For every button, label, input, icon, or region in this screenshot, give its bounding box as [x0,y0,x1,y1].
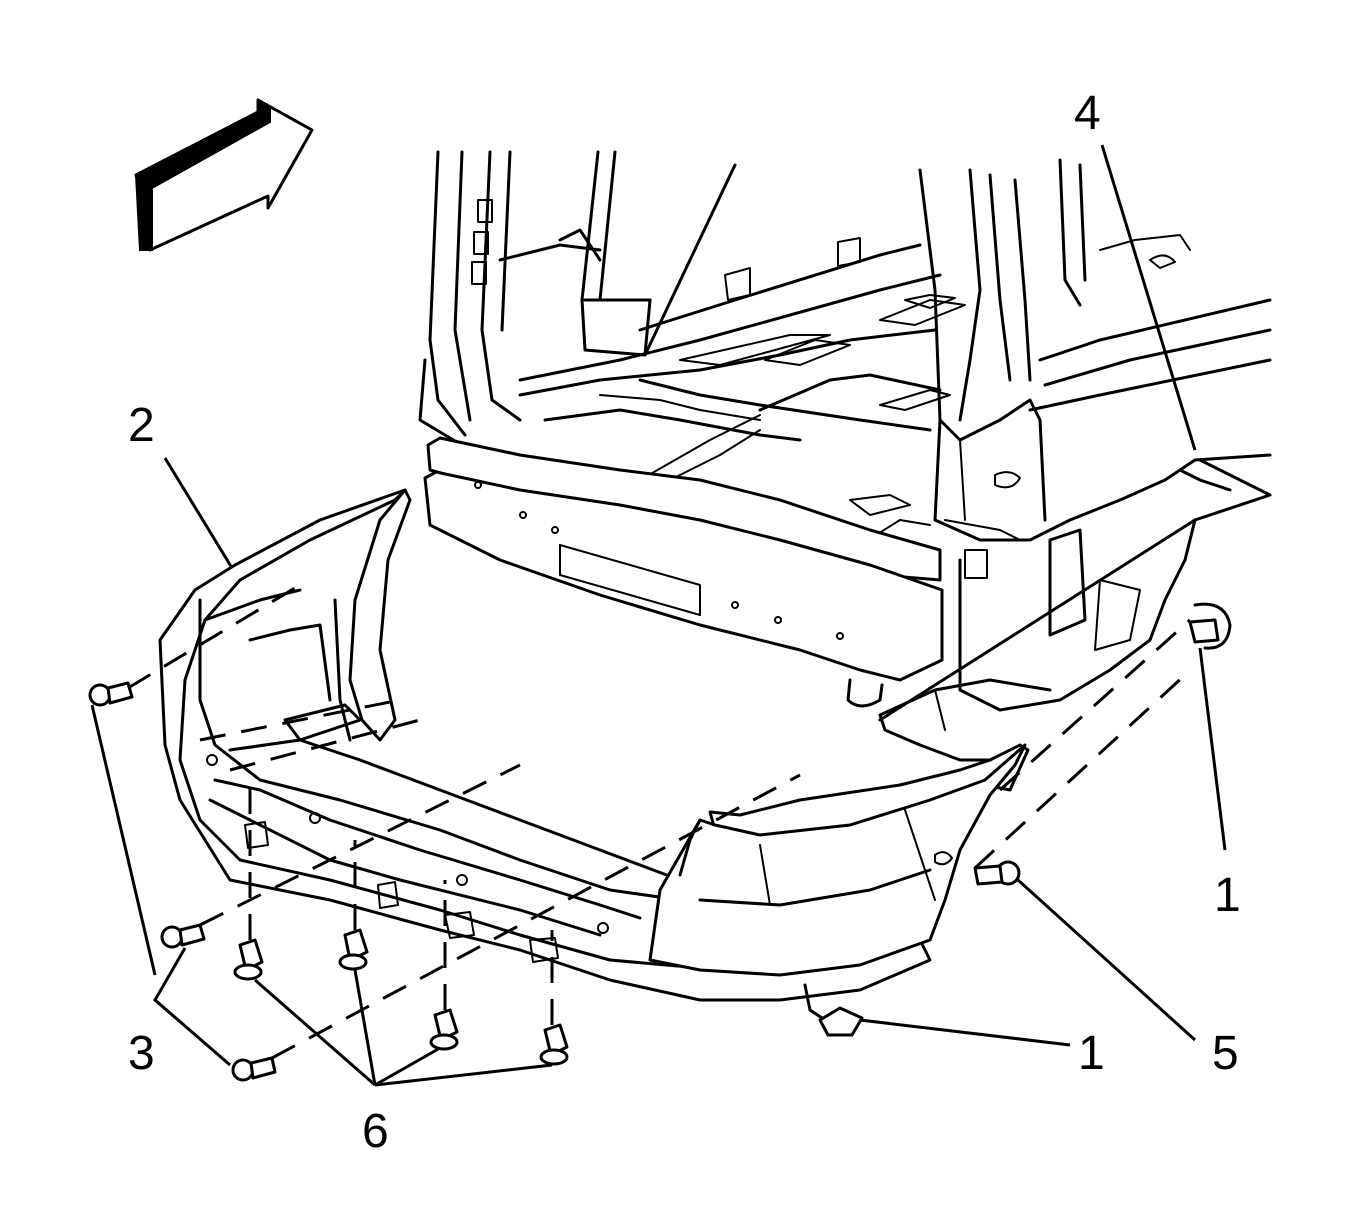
callout-3: 3 [128,1027,155,1080]
rear-panel-outline [878,458,1272,722]
bumper-impact-bar [423,436,944,708]
callout-1-lower: 1 [1078,1027,1105,1080]
callout-6: 6 [362,1105,389,1158]
callout-4: 4 [1074,87,1101,140]
fascia-upper-rim [878,713,992,762]
fascia-side-bolts [88,681,1021,1082]
callout-1-upper: 1 [1214,869,1241,922]
forward-direction-arrow-icon [134,98,314,252]
callout-2: 2 [128,399,155,452]
lower-retainer-icon [818,1006,864,1037]
push-pin-icon [338,928,369,971]
bolt-icon [88,681,134,707]
bolt-icon [973,860,1021,886]
bolt-icon [231,1056,277,1082]
push-pin-icon [539,1023,569,1066]
alignment-dashed-lines [127,583,1192,1060]
callout-5: 5 [1212,1027,1239,1080]
wheelhouse-fastener-icon [1188,602,1232,650]
rear-bumper-fascia [158,488,1030,1022]
bolt-icon [160,923,206,949]
callout-leader-lines [90,144,1227,1087]
vehicle-rear-body-structure [418,150,1272,731]
push-pin-icon [429,1008,459,1051]
fascia-push-pin-retainers [233,928,569,1066]
push-pin-icon [233,938,264,981]
